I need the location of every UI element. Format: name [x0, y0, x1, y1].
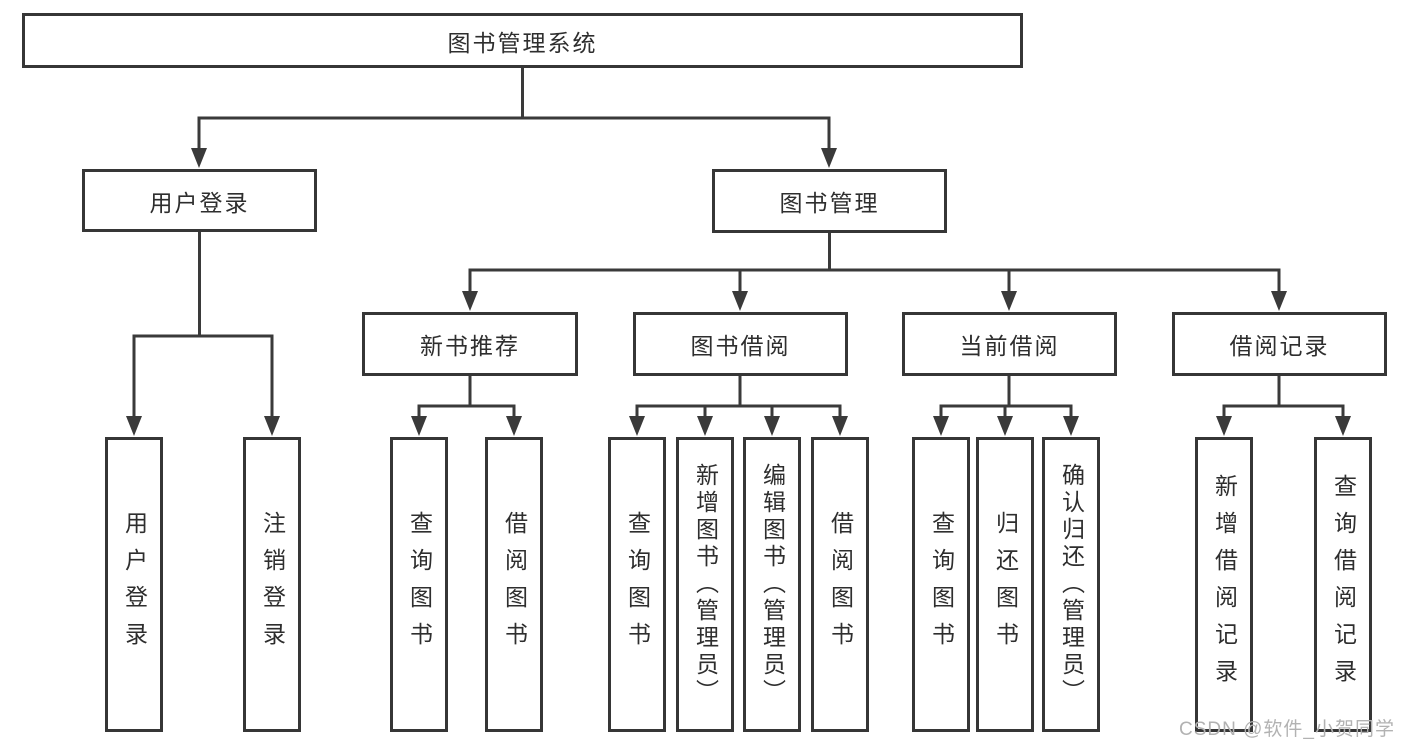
arrow-down-icon	[933, 416, 949, 436]
arrow-down-icon	[997, 416, 1013, 436]
node-label: 当前借阅	[959, 333, 1060, 359]
node-label: 归还图书	[992, 510, 1019, 659]
node-label: 新书推荐	[420, 333, 520, 359]
node-label: 借阅图书	[827, 510, 854, 659]
node-leaf-add-borrow-record: 新增借阅记录	[1195, 437, 1253, 732]
node-book-borrowing: 图书借阅	[633, 312, 848, 376]
node-user-login: 用户登录	[82, 169, 317, 232]
node-leaf-edit-books-admin: 编辑图书（管理员）	[743, 437, 801, 732]
connector-lines	[132, 68, 1345, 418]
node-label: 图书管理	[779, 190, 880, 216]
arrow-down-icon	[697, 416, 713, 436]
arrow-down-icon	[764, 416, 780, 436]
arrow-down-icon	[821, 148, 837, 168]
arrow-down-icon	[411, 416, 427, 436]
node-leaf-query-books-2: 查询图书	[608, 437, 666, 732]
arrow-down-icon	[1216, 416, 1232, 436]
arrow-down-icon	[1335, 416, 1351, 436]
node-leaf-add-books-admin: 新增图书（管理员）	[676, 437, 734, 732]
arrow-down-icon	[126, 416, 142, 436]
node-new-book-recommend: 新书推荐	[362, 312, 578, 376]
node-borrowing-records: 借阅记录	[1172, 312, 1387, 376]
connector-arrowheads	[126, 148, 1351, 436]
watermark: CSDN @软件_小贺同学	[1179, 719, 1395, 740]
node-leaf-confirm-return-admin: 确认归还（管理员）	[1042, 437, 1100, 732]
arrow-down-icon	[264, 416, 280, 436]
arrow-down-icon	[1271, 291, 1287, 311]
arrow-down-icon	[832, 416, 848, 436]
node-leaf-borrow-books-2: 借阅图书	[811, 437, 869, 732]
node-label: 注销登录	[259, 510, 286, 659]
arrow-down-icon	[506, 416, 522, 436]
arrow-down-icon	[1001, 291, 1017, 311]
node-label: 图书管理系统	[447, 29, 598, 56]
node-leaf-query-books-3: 查询图书	[912, 437, 970, 732]
arrow-down-icon	[629, 416, 645, 436]
arrow-down-icon	[732, 291, 748, 311]
node-label: 图书借阅	[690, 333, 791, 359]
node-label: 新增图书（管理员）	[692, 463, 719, 706]
node-label: 确认归还（管理员）	[1058, 463, 1085, 706]
node-label: 查询图书	[406, 510, 433, 659]
arrow-down-icon	[462, 291, 478, 311]
arrow-down-icon	[1063, 416, 1079, 436]
node-leaf-borrow-books-1: 借阅图书	[485, 437, 543, 732]
node-label: 查询图书	[624, 510, 651, 659]
node-label: 查询借阅记录	[1330, 473, 1357, 696]
node-leaf-query-borrow-record: 查询借阅记录	[1314, 437, 1372, 732]
node-leaf-logout: 注销登录	[243, 437, 301, 732]
node-label: 用户登录	[121, 510, 148, 659]
node-library-management-system: 图书管理系统	[22, 13, 1023, 68]
arrow-down-icon	[191, 148, 207, 168]
node-leaf-query-books-1: 查询图书	[390, 437, 448, 732]
node-leaf-return-books: 归还图书	[976, 437, 1034, 732]
node-leaf-user-login: 用户登录	[105, 437, 163, 732]
node-label: 借阅图书	[501, 510, 528, 659]
node-book-management: 图书管理	[712, 169, 947, 233]
node-label: 查询图书	[928, 510, 955, 659]
node-label: 编辑图书（管理员）	[759, 463, 786, 706]
node-label: 用户登录	[149, 189, 250, 216]
node-label: 借阅记录	[1229, 333, 1330, 359]
node-label: 新增借阅记录	[1211, 473, 1238, 696]
node-current-borrowing: 当前借阅	[902, 312, 1117, 376]
